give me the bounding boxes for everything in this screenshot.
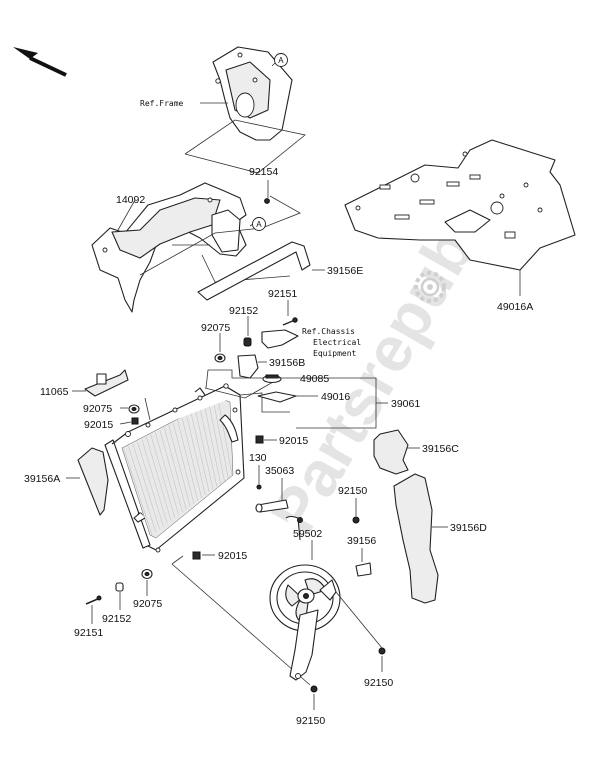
radiator-fin-line bbox=[155, 432, 179, 516]
radiator-fin-line bbox=[195, 410, 214, 490]
radiator-fin-line bbox=[164, 427, 187, 510]
bolt-92150-mid bbox=[378, 647, 386, 655]
ref-chassis-label-line2: Electrical bbox=[313, 338, 361, 347]
part-label-39156C[interactable]: 39156C bbox=[422, 443, 459, 455]
part-label-59502[interactable]: 59502 bbox=[293, 528, 322, 540]
grommet-92075-mid bbox=[128, 404, 140, 414]
bolt-92151-bottom bbox=[85, 595, 102, 605]
part-label-92015-right[interactable]: 92015 bbox=[279, 435, 308, 447]
nut-92015-bottom bbox=[192, 551, 201, 560]
fan-assembly-59502 bbox=[269, 515, 341, 681]
bolt-92150-bottom bbox=[310, 685, 318, 693]
part-label-39061[interactable]: 39061 bbox=[391, 398, 420, 410]
foam-strip-39156E bbox=[197, 241, 311, 301]
part-label-92150-mid[interactable]: 92150 bbox=[364, 677, 393, 689]
nut-92015-right bbox=[255, 435, 264, 444]
collar-92152-top bbox=[243, 337, 252, 347]
radiator-fin-line bbox=[186, 415, 206, 496]
radiator-fin-line bbox=[137, 441, 164, 527]
part-label-39156B[interactable]: 39156B bbox=[269, 357, 305, 369]
callout-a-top[interactable]: A bbox=[271, 53, 288, 67]
gasket-49016 bbox=[257, 391, 297, 403]
collar-92152-bottom bbox=[115, 582, 124, 592]
radiator-fin-line bbox=[150, 434, 176, 518]
radiator-fin-line bbox=[123, 448, 153, 536]
undertray-plate-49016A bbox=[344, 139, 576, 271]
part-label-92150-top[interactable]: 92150 bbox=[338, 485, 367, 497]
part-label-39156A[interactable]: 39156A bbox=[24, 473, 60, 485]
part-label-92015-left[interactable]: 92015 bbox=[84, 419, 113, 431]
part-label-92075-top[interactable]: 92075 bbox=[201, 322, 230, 334]
part-label-92152-top[interactable]: 92152 bbox=[229, 305, 258, 317]
air-duct-14092 bbox=[91, 182, 247, 313]
part-label-11065[interactable]: 11065 bbox=[40, 386, 69, 398]
radiator-core-fins bbox=[123, 398, 233, 536]
frame-cover-top bbox=[212, 46, 293, 141]
clip-130 bbox=[256, 484, 262, 490]
part-label-14092[interactable]: 14092 bbox=[116, 194, 145, 206]
part-label-49016[interactable]: 49016 bbox=[321, 391, 350, 403]
bracket-11065 bbox=[84, 369, 129, 397]
ref-chassis-label-line1: Ref.Chassis bbox=[302, 327, 355, 336]
nut-92015-left bbox=[131, 417, 139, 425]
radiator-fin-line bbox=[168, 425, 191, 507]
radiator-fin-line bbox=[177, 420, 198, 501]
part-label-39156D[interactable]: 39156D bbox=[450, 522, 487, 534]
bolt-92154 bbox=[264, 198, 270, 204]
radiator-fin-line bbox=[146, 437, 172, 521]
foam-39156D bbox=[393, 473, 439, 604]
gear-watermark-icon bbox=[414, 271, 446, 303]
bolt-92151-top bbox=[282, 317, 298, 326]
part-label-49016A[interactable]: 49016A bbox=[497, 301, 533, 313]
ref-frame-label: Ref.Frame bbox=[140, 99, 184, 108]
radiator-fin-line bbox=[208, 403, 225, 481]
part-label-92075-mid[interactable]: 92075 bbox=[83, 403, 112, 415]
part-label-39156[interactable]: 39156 bbox=[347, 535, 376, 547]
radiator-fin-line bbox=[217, 398, 233, 476]
part-label-92154[interactable]: 92154 bbox=[249, 166, 278, 178]
radiator-fin-line bbox=[159, 429, 183, 513]
radiator-fin-line bbox=[141, 439, 168, 524]
part-label-92151-bottom[interactable]: 92151 bbox=[74, 627, 103, 639]
radiator-fin-line bbox=[199, 408, 218, 487]
part-label-35063[interactable]: 35063 bbox=[265, 465, 294, 477]
ref-chassis-label-line3: Equipment bbox=[313, 349, 357, 358]
radiator-fin-line bbox=[132, 444, 160, 530]
part-label-92151-top[interactable]: 92151 bbox=[268, 288, 297, 300]
callout-a-mid[interactable]: A bbox=[249, 217, 266, 231]
front-direction-arrow-icon bbox=[13, 47, 67, 77]
hose-35063 bbox=[255, 499, 289, 513]
foam-39156A bbox=[77, 447, 109, 516]
radiator-fin-line bbox=[181, 417, 202, 498]
pad-39156 bbox=[355, 562, 372, 577]
radiator-fin-line bbox=[213, 401, 229, 478]
svg-text:A: A bbox=[278, 56, 284, 65]
part-label-92152-bottom[interactable]: 92152 bbox=[102, 613, 131, 625]
radiator-fin-line bbox=[128, 446, 157, 533]
bracket-ref-chassis bbox=[261, 329, 299, 349]
pad-39156B bbox=[237, 354, 259, 379]
part-label-92150-bottom[interactable]: 92150 bbox=[296, 715, 325, 727]
foam-39156C bbox=[373, 429, 409, 475]
radiator-39061 bbox=[104, 383, 245, 553]
radiator-fin-line bbox=[190, 413, 210, 493]
part-label-39156E[interactable]: 39156E bbox=[327, 265, 363, 277]
bolt-92150-top bbox=[352, 516, 360, 524]
cap-49085 bbox=[262, 374, 282, 384]
radiator-fin-line bbox=[204, 406, 221, 484]
grommet-92075-bottom bbox=[141, 568, 153, 580]
part-label-92075-bottom[interactable]: 92075 bbox=[133, 598, 162, 610]
part-label-49085[interactable]: 49085 bbox=[300, 373, 329, 385]
part-label-92015-bottom[interactable]: 92015 bbox=[218, 550, 247, 562]
part-label-130[interactable]: 130 bbox=[249, 452, 267, 464]
grommet-92075-top bbox=[214, 353, 226, 363]
svg-text:A: A bbox=[256, 220, 262, 229]
radiator-fin-line bbox=[172, 422, 195, 504]
